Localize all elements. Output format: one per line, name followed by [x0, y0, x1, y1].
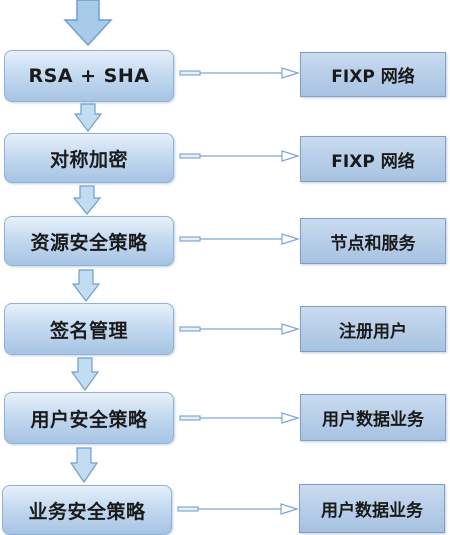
right-arrow-icon: [177, 503, 300, 515]
step-box-signature-management: 签名管理: [4, 303, 174, 355]
target-box-registered-users: 注册用户: [300, 306, 446, 352]
target-box-user-data-business-2: 用户数据业务: [299, 484, 445, 533]
target-label: 节点和服务: [330, 233, 416, 254]
step-label: 资源安全策略: [30, 231, 148, 254]
target-label: 注册用户: [339, 321, 407, 342]
down-arrow-icon: [70, 357, 100, 392]
right-arrow-icon: [179, 150, 301, 162]
right-arrow-icon: [179, 412, 301, 424]
down-arrow-icon: [63, 0, 113, 47]
target-label: FIXP 网络: [331, 67, 415, 87]
step-box-resource-security-policy: 资源安全策略: [4, 216, 174, 266]
down-arrow-icon: [69, 447, 99, 484]
step-box-user-security-policy: 用户安全策略: [4, 392, 174, 444]
target-label: FIXP 网络: [331, 151, 415, 172]
down-arrow-icon: [73, 103, 103, 132]
target-label: 用户数据业务: [321, 501, 423, 521]
step-box-symmetric-encryption: 对称加密: [4, 133, 174, 183]
step-box-rsa-sha: RSA + SHA: [4, 50, 174, 102]
step-box-business-security-policy: 业务安全策略: [2, 485, 172, 535]
right-arrow-icon: [179, 67, 301, 79]
step-label: 签名管理: [49, 319, 128, 342]
step-label: 用户安全策略: [30, 408, 148, 431]
target-box-nodes-services: 节点和服务: [300, 218, 446, 264]
step-label: 对称加密: [49, 148, 128, 171]
right-arrow-icon: [179, 323, 301, 335]
target-box-fixp-network-2: FIXP 网络: [300, 136, 446, 182]
step-label: RSA + SHA: [28, 65, 150, 87]
down-arrow-icon: [72, 185, 102, 215]
target-label: 用户数据业务: [322, 410, 424, 430]
step-label: 业务安全策略: [28, 500, 146, 523]
target-box-user-data-business-1: 用户数据业务: [300, 394, 446, 441]
target-box-fixp-network-1: FIXP 网络: [300, 52, 446, 97]
down-arrow-icon: [71, 269, 101, 302]
right-arrow-icon: [179, 233, 301, 245]
